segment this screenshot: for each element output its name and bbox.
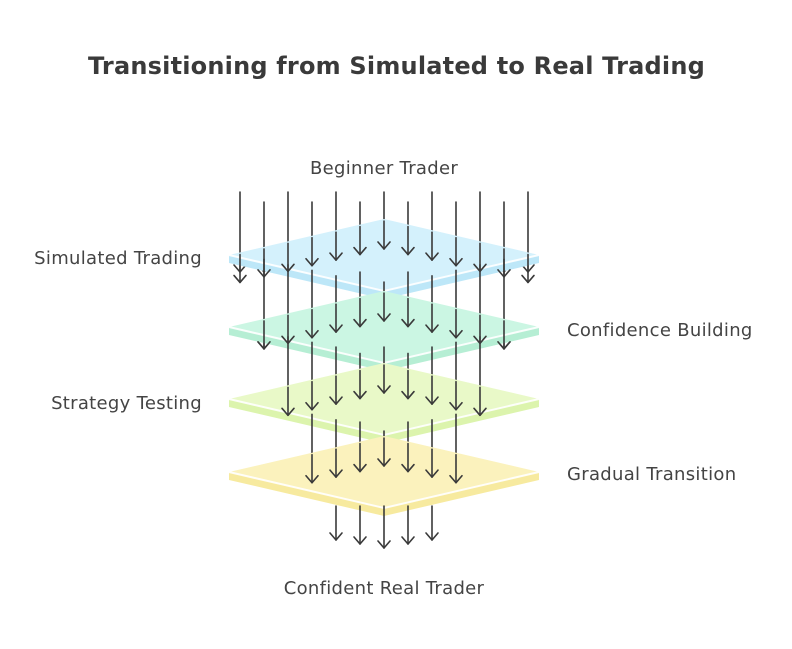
flow-arrow-tip-3-2 bbox=[353, 442, 367, 473]
layer-slab-3 bbox=[228, 363, 540, 443]
flow-arrow-tip-3-5 bbox=[425, 448, 439, 478]
flow-arrow-4-0 bbox=[329, 505, 343, 541]
layer-label-simulated-trading: Simulated Trading bbox=[34, 248, 202, 269]
flow-arrow-tip-2-7 bbox=[449, 380, 463, 411]
top-label: Beginner Trader bbox=[309, 158, 459, 179]
flow-arrow-tip-1-4 bbox=[353, 297, 367, 328]
bottom-label: Confident Real Trader bbox=[283, 578, 485, 599]
flow-arrow-tip-3-4 bbox=[401, 442, 415, 473]
flow-arrow-tip-0-4 bbox=[329, 231, 343, 261]
flow-arrow-tip-0-2 bbox=[281, 242, 295, 273]
flow-arrow-tip-1-8 bbox=[449, 308, 463, 339]
flow-arrow-tip-0-11 bbox=[497, 248, 511, 278]
flow-arrow-tip-1-0 bbox=[257, 320, 271, 350]
flow-arrow-tip-0-3 bbox=[305, 236, 319, 267]
flow-arrow-tip-0-8 bbox=[425, 231, 439, 261]
flow-arrow-tip-1-9 bbox=[473, 314, 487, 345]
flow-arrow-tip-0-12 bbox=[521, 253, 535, 284]
flow-arrow-4-4 bbox=[425, 505, 439, 541]
layer-label-gradual-transition: Gradual Transition bbox=[567, 464, 737, 485]
flow-arrow-4-3 bbox=[401, 505, 415, 545]
flow-arrow-tip-2-4 bbox=[377, 364, 391, 394]
layer-label-confidence-building: Confidence Building bbox=[567, 320, 753, 341]
flow-arrow-tip-2-0 bbox=[281, 386, 295, 417]
flow-arrow-tip-1-7 bbox=[425, 303, 439, 333]
flow-arrow-tip-0-1 bbox=[257, 248, 271, 278]
flow-arrow-tip-1-1 bbox=[281, 314, 295, 345]
flow-arrow-tip-2-2 bbox=[329, 375, 343, 405]
flow-arrow-tip-1-10 bbox=[497, 320, 511, 350]
layer-label-strategy-testing: Strategy Testing bbox=[51, 393, 202, 414]
flow-arrow-tip-0-5 bbox=[353, 225, 367, 256]
flow-arrow-tip-2-3 bbox=[353, 369, 367, 400]
flow-arrow-4-2 bbox=[377, 505, 391, 549]
flow-arrow-tip-1-6 bbox=[401, 297, 415, 328]
flow-arrow-tip-0-6 bbox=[377, 220, 391, 250]
diagram-title: Transitioning from Simulated to Real Tra… bbox=[88, 52, 706, 80]
flow-arrow-tip-0-7 bbox=[401, 225, 415, 256]
flow-arrow-tip-2-6 bbox=[425, 375, 439, 405]
flow-arrow-tip-3-6 bbox=[449, 453, 463, 484]
flow-arrow-tip-0-10 bbox=[473, 242, 487, 273]
flow-arrow-tip-2-5 bbox=[401, 369, 415, 400]
flow-arrow-tip-0-0 bbox=[233, 253, 247, 284]
flow-arrow-tip-3-1 bbox=[329, 448, 343, 478]
flow-arrow-tip-1-3 bbox=[329, 303, 343, 333]
flow-arrow-tip-1-2 bbox=[305, 308, 319, 339]
flow-arrow-tip-3-3 bbox=[377, 437, 391, 467]
flow-arrow-tip-2-8 bbox=[473, 386, 487, 417]
flow-arrow-tip-1-5 bbox=[377, 292, 391, 322]
flow-arrow-4-1 bbox=[353, 505, 367, 545]
flow-arrow-tip-3-0 bbox=[305, 453, 319, 484]
flow-arrow-tip-2-1 bbox=[305, 380, 319, 411]
flow-arrow-tip-0-9 bbox=[449, 236, 463, 267]
